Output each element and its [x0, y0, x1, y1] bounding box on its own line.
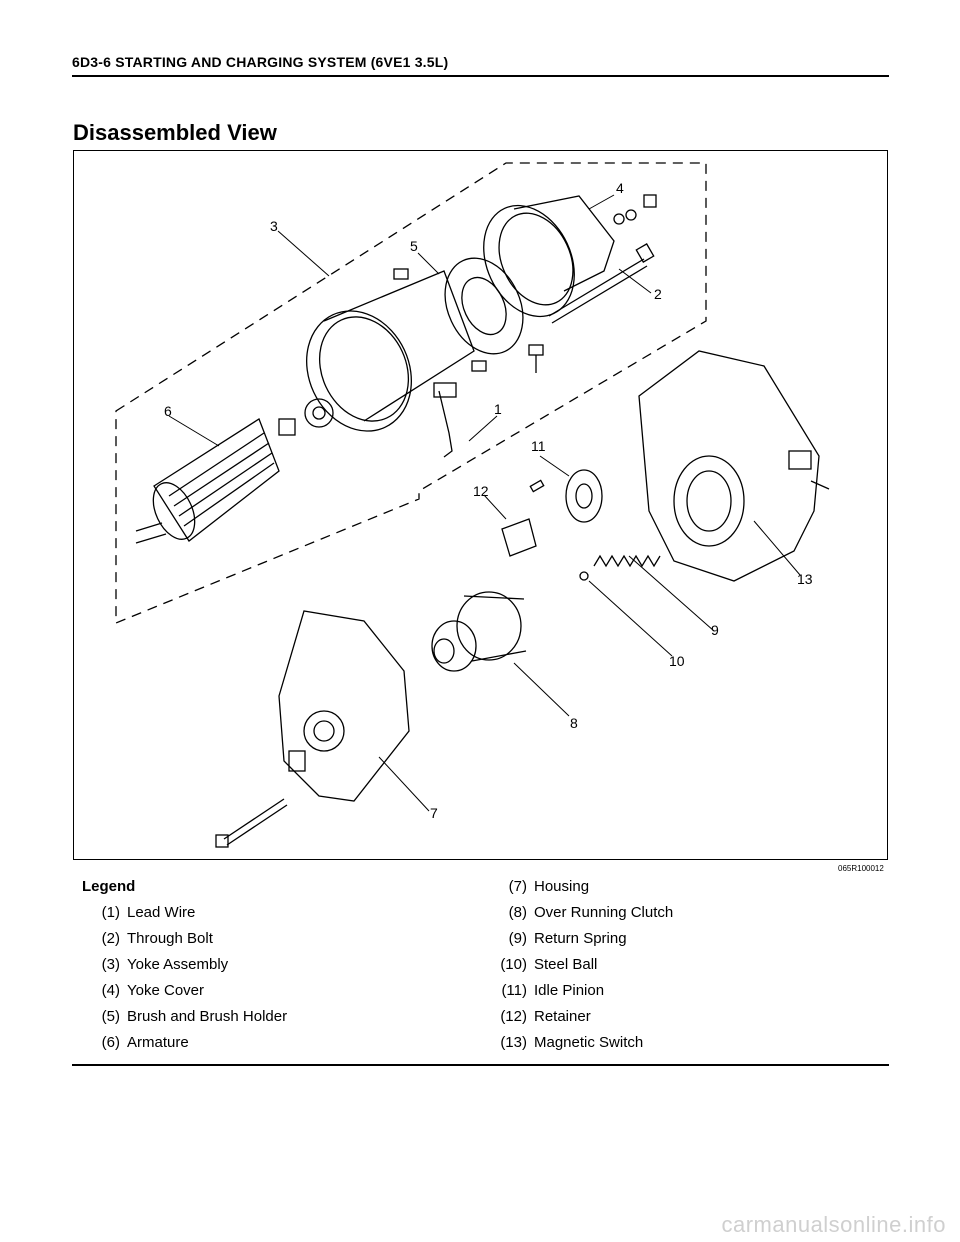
callout-11: 11 [531, 438, 546, 454]
lead-wire-part [433, 382, 457, 458]
magnetic-switch-part [638, 350, 830, 582]
legend-item-label: Idle Pinion [534, 982, 605, 999]
callout-4: 4 [616, 180, 624, 196]
brush-holder-part [393, 257, 524, 372]
callout-10: 10 [669, 653, 685, 669]
yoke-assembly-part [304, 270, 475, 432]
steel-ball-part [579, 571, 589, 581]
legend-item-number: (7) [508, 878, 527, 895]
legend-title: Legend [82, 878, 136, 895]
legend-item-number: (3) [101, 956, 120, 973]
section-title: Disassembled View [73, 120, 277, 145]
legend-item-label: Lead Wire [127, 904, 196, 921]
assembly-boundary [115, 162, 707, 624]
legend-item-label: Return Spring [534, 930, 627, 947]
through-bolt-part [548, 243, 655, 324]
leader-lines [168, 194, 801, 812]
legend-item-label: Over Running Clutch [534, 904, 674, 921]
small-bolt-part [528, 344, 544, 373]
legend-item-label: Brush and Brush Holder [127, 1008, 288, 1025]
legend-item-number: (1) [101, 904, 120, 921]
return-spring-part [593, 554, 661, 568]
legend-item-label: Yoke Assembly [127, 956, 229, 973]
callout-1: 1 [494, 401, 502, 417]
legend-item-label: Retainer [534, 1008, 591, 1025]
legend-item-number: (6) [101, 1034, 120, 1051]
watermark: carmanualsonline.info [721, 1212, 946, 1237]
callout-2: 2 [654, 286, 662, 302]
housing-part [215, 610, 410, 848]
idle-pinion-part [529, 469, 603, 523]
legend-item-label: Magnetic Switch [534, 1034, 644, 1051]
legend-item-number: (4) [101, 982, 120, 999]
legend-item-number: (9) [508, 930, 527, 947]
callout-9: 9 [711, 622, 719, 638]
legend-item-number: (13) [500, 1034, 527, 1051]
callout-8: 8 [570, 715, 578, 731]
legend-item-number: (8) [508, 904, 527, 921]
callout-6: 6 [164, 403, 172, 419]
retainer-part [501, 518, 537, 557]
legend-item-number: (2) [101, 930, 120, 947]
callout-7: 7 [430, 805, 438, 821]
legend-item-number: (10) [500, 956, 527, 973]
page-header: 6D3-6 STARTING AND CHARGING SYSTEM (6VE1… [72, 54, 449, 70]
callout-13: 13 [797, 571, 813, 587]
legend-item-label: Housing [534, 878, 590, 895]
armature-part [135, 418, 296, 544]
legend-item-number: (5) [101, 1008, 120, 1025]
legend-item-number: (11) [501, 982, 527, 999]
legend-item-label: Steel Ball [534, 956, 598, 973]
legend-item-label: Yoke Cover [127, 982, 204, 999]
figure-id: 065R100012 [838, 864, 884, 873]
callout-5: 5 [410, 238, 418, 254]
legend-item-number: (12) [500, 1008, 527, 1025]
legend-item-label: Armature [127, 1034, 189, 1051]
over-running-clutch-part [431, 591, 527, 672]
exploded-diagram: 1 2 3 4 5 6 7 8 9 10 11 12 13 [73, 150, 888, 860]
callout-12: 12 [473, 483, 489, 499]
legend-item-label: Through Bolt [127, 930, 213, 947]
yoke-cover-part [483, 194, 657, 318]
header-divider [72, 75, 889, 77]
callout-3: 3 [270, 218, 278, 234]
footer-divider [72, 1064, 889, 1066]
starter-motor-exploded-drawing: 1 2 3 4 5 6 7 8 9 10 11 12 13 [115, 162, 830, 848]
